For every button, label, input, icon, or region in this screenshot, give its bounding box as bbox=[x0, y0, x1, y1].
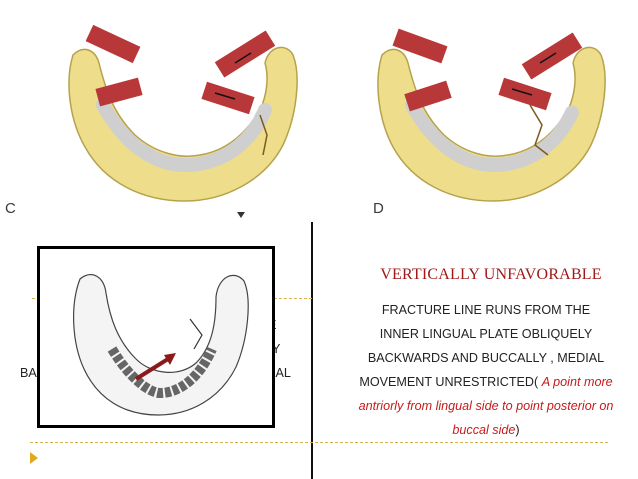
description-line-4: MOVEMENT UNRESTRICTED( A point more bbox=[336, 370, 636, 394]
description-line-5: antriorly from lingual side to point pos… bbox=[358, 399, 614, 413]
description-line-2: INNER LINGUAL PLATE OBLIQUELY bbox=[379, 327, 593, 341]
vertical-divider bbox=[311, 222, 313, 479]
description-line-1: FRACTURE LINE RUNS FROM THE bbox=[381, 303, 591, 317]
description-line-6-emphasis: buccal side bbox=[452, 423, 516, 437]
occluded-text-fragment-3-left: BA bbox=[20, 366, 37, 380]
mandible-sketch bbox=[73, 274, 249, 416]
panel-label-d: D bbox=[373, 200, 384, 217]
dotted-rule-lower bbox=[30, 442, 608, 443]
panel-label-c: C bbox=[5, 200, 16, 217]
mandible-diagram-d bbox=[377, 28, 606, 202]
small-arrow-mark bbox=[237, 212, 245, 218]
description-line-3: BACKWARDS AND BUCCALLY , MEDIAL bbox=[367, 351, 605, 365]
occluded-text-fragment-2: Y bbox=[272, 342, 281, 356]
bullet-triangle-icon bbox=[30, 452, 38, 464]
description-line-6-plain: ) bbox=[515, 423, 520, 437]
description-text: FRACTURE LINE RUNS FROM THE INNER LINGUA… bbox=[336, 298, 636, 442]
occluded-text-fragment-3-right: IAL bbox=[272, 366, 291, 380]
inset-sketch-frame bbox=[37, 246, 275, 428]
description-line-4-plain: MOVEMENT UNRESTRICTED( bbox=[359, 375, 542, 389]
description-line-6: buccal side) bbox=[336, 418, 636, 442]
description-line-4-emphasis: A point more bbox=[541, 375, 613, 389]
mandible-diagram-c bbox=[68, 24, 298, 202]
heading-vertically-unfavorable: VERTICALLY UNFAVORABLE bbox=[380, 266, 602, 283]
